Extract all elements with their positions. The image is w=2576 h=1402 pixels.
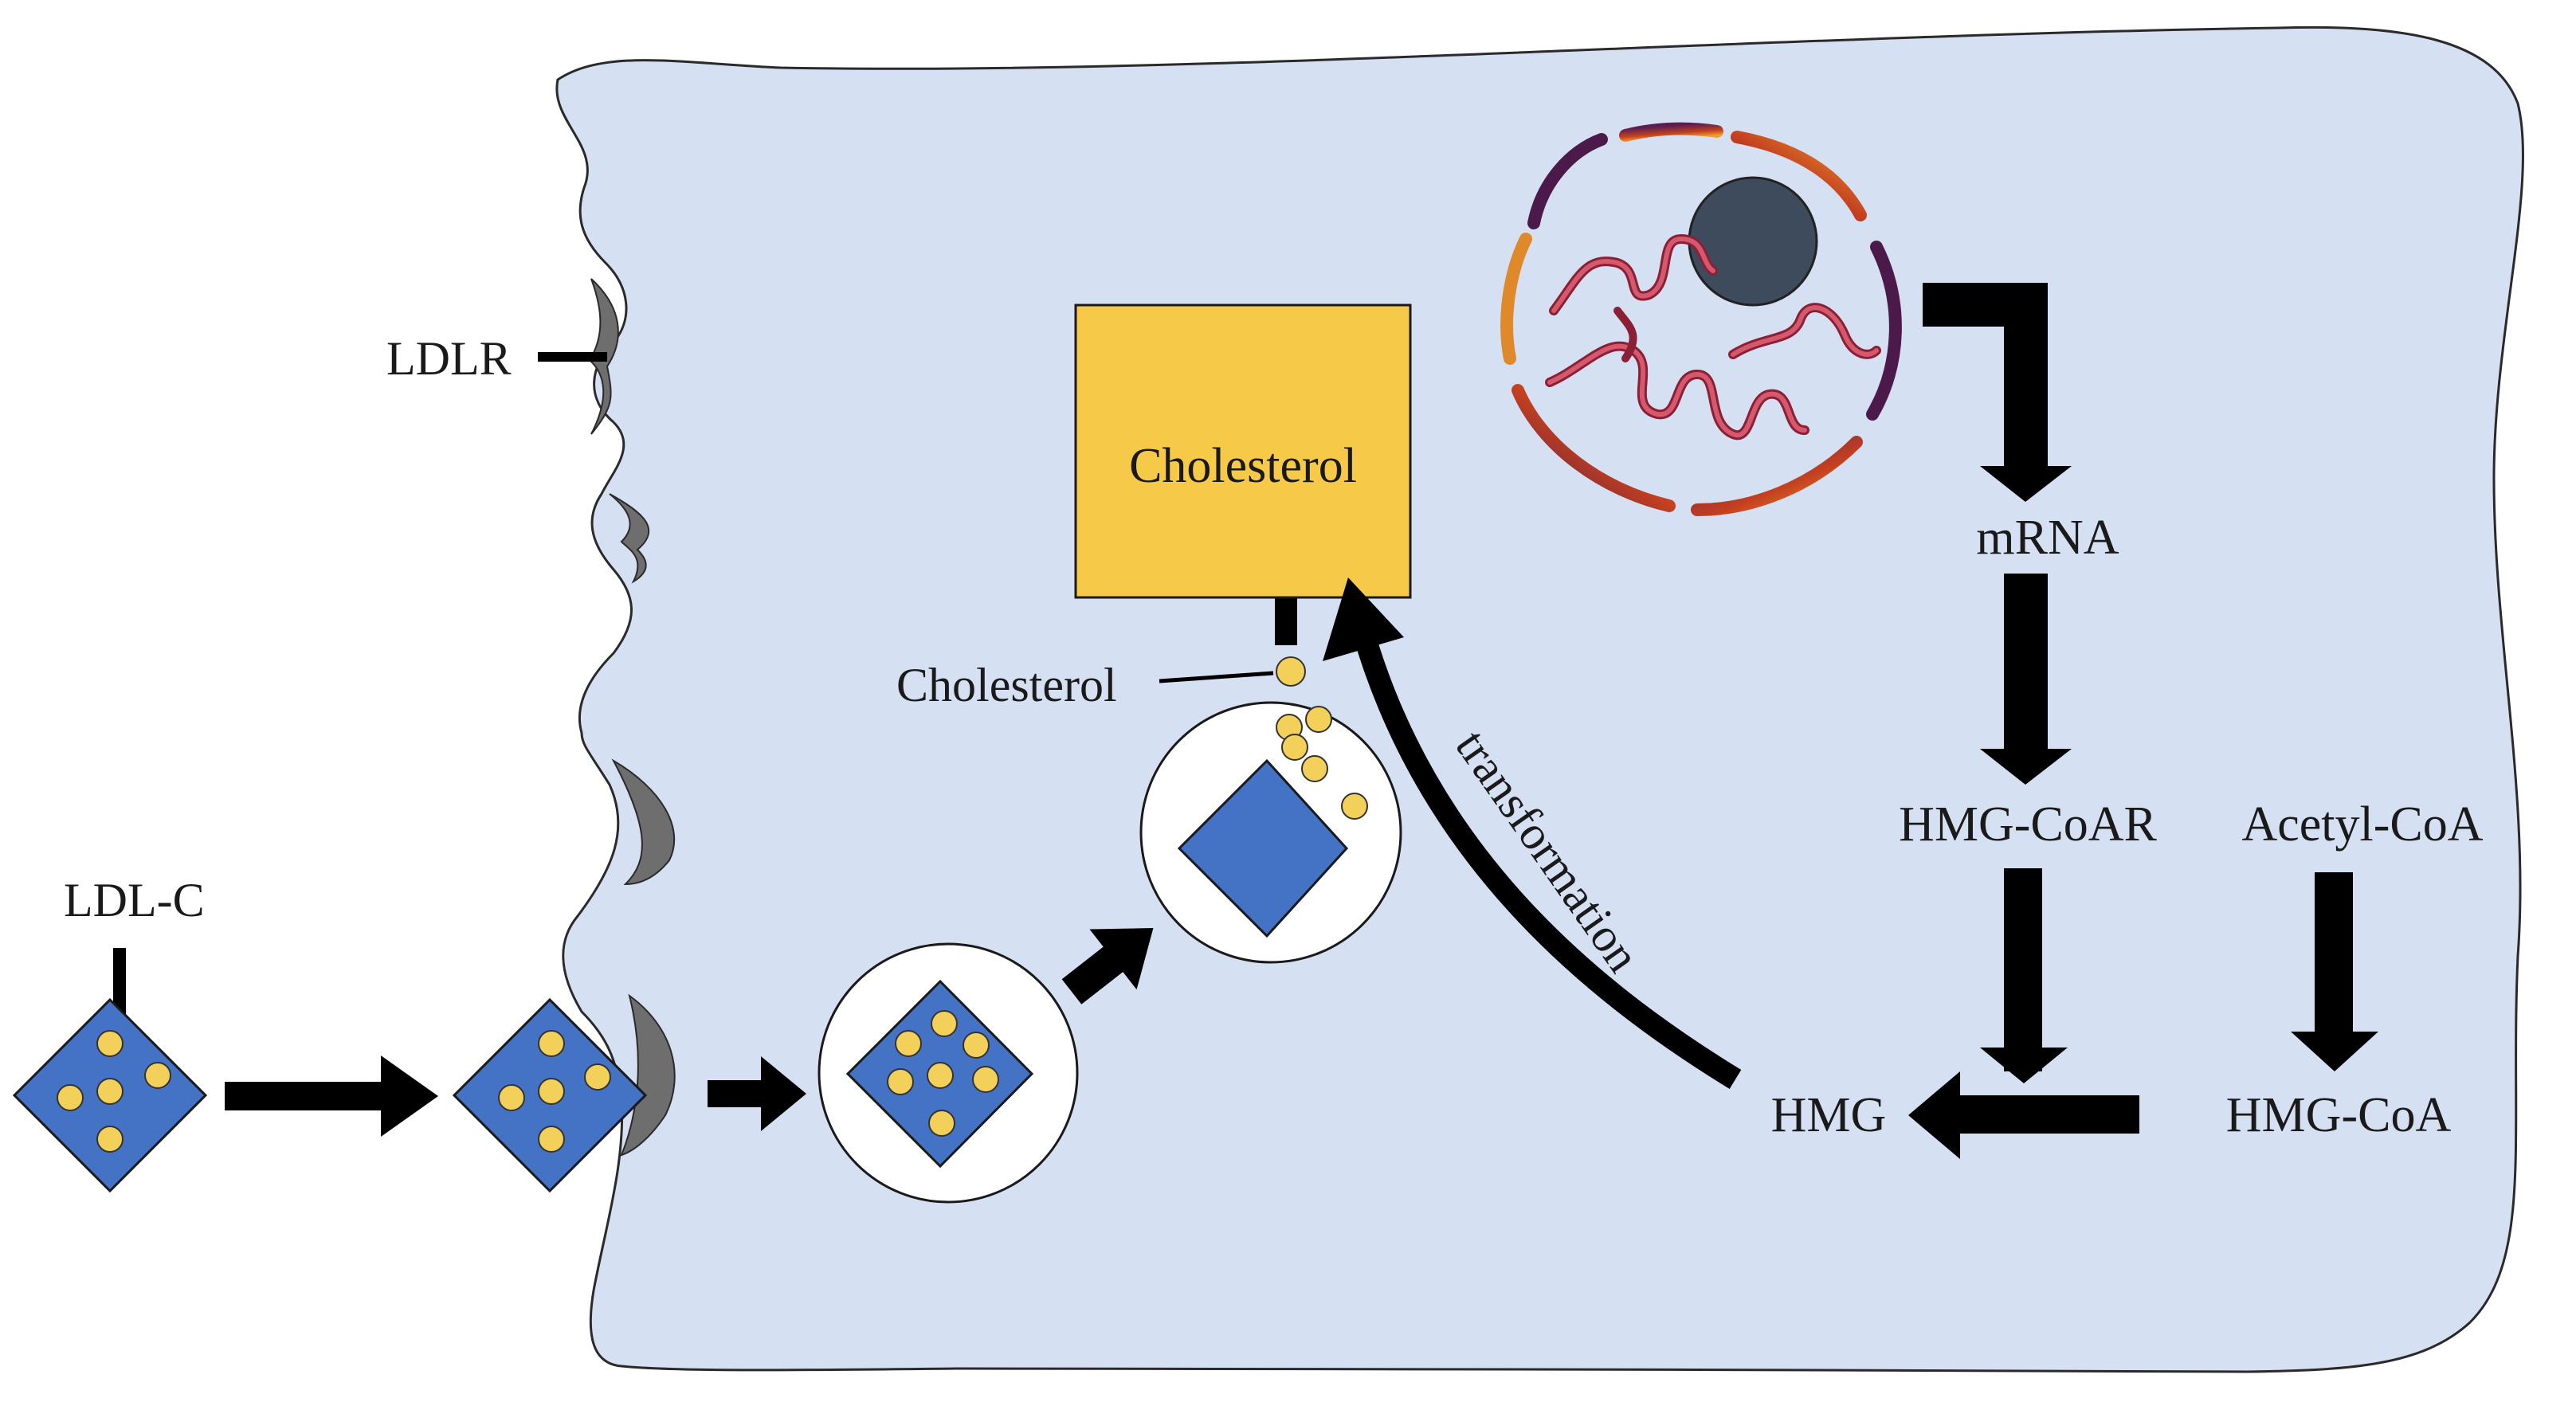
nuclear-envelope-segment-7	[1500, 233, 1532, 365]
endosome-late	[1139, 701, 1402, 964]
arrow-transformation-head	[1323, 578, 1404, 661]
arrow-transformation	[1351, 626, 1742, 1089]
arrow-nucleus-to-mrna	[1923, 283, 2072, 502]
arrow-hmg-coar-to-reaction	[1980, 868, 2068, 1083]
chromatin-4	[1613, 307, 1637, 362]
cholesterol-pool-label: Cholesterol	[1129, 439, 1357, 493]
chromatin-1-highlight	[1551, 236, 1715, 313]
ldl-particle-bound	[452, 997, 648, 1193]
endosome-early	[817, 942, 1079, 1204]
mrna-label: mRNA	[1976, 511, 2119, 565]
arrow-ldl-to-membrane	[225, 1055, 438, 1137]
cell-body	[555, 25, 2525, 1373]
nucleus	[1500, 122, 1902, 516]
nuclear-envelope-segment-2	[1619, 122, 1723, 142]
arrow-mrna-to-hmg-coar	[1980, 574, 2072, 785]
nuclear-envelope-segment-4	[1866, 241, 1902, 421]
ldlr-label: LDLR	[386, 332, 512, 385]
arrow-hmg-coa-to-hmg	[1908, 1071, 2139, 1159]
cholesterol-molecule-pointer	[1159, 671, 1274, 683]
chromatin-3-highlight	[1731, 305, 1879, 357]
nuclear-envelope-segment-6	[1511, 384, 1676, 512]
cholesterol-pool-box	[1074, 304, 1412, 599]
acetyl-coa-label: Acetyl-CoA	[2241, 797, 2483, 852]
ldlr-receptor-2	[609, 493, 650, 584]
hmg-label: HMG	[1771, 1088, 1887, 1142]
hmg-coa-label: HMG-CoA	[2226, 1088, 2452, 1142]
cholesterol-molecule	[1276, 656, 1306, 687]
nuclear-envelope-segment-1	[1527, 133, 1608, 229]
arrow-acetyl-coa-to-hmg-coa	[2291, 872, 2378, 1071]
arrow-endosome-to-lysosome	[1061, 927, 1154, 1005]
hmg-coar-label: HMG-CoAR	[1899, 797, 2157, 852]
ldlr-receptor-3	[611, 758, 676, 886]
nuclear-envelope-segment-5	[1691, 436, 1863, 516]
nucleolus	[1688, 176, 1818, 307]
ldl-particle-outside	[12, 997, 208, 1193]
cholesterol-molecule-label: Cholesterol	[896, 659, 1117, 711]
arrow-membrane-to-endosome	[708, 1056, 806, 1131]
ldlr-receptor-4	[620, 993, 676, 1157]
nuclear-envelope-segment-3	[1731, 131, 1867, 221]
ldl-c-label: LDL-C	[64, 874, 205, 926]
